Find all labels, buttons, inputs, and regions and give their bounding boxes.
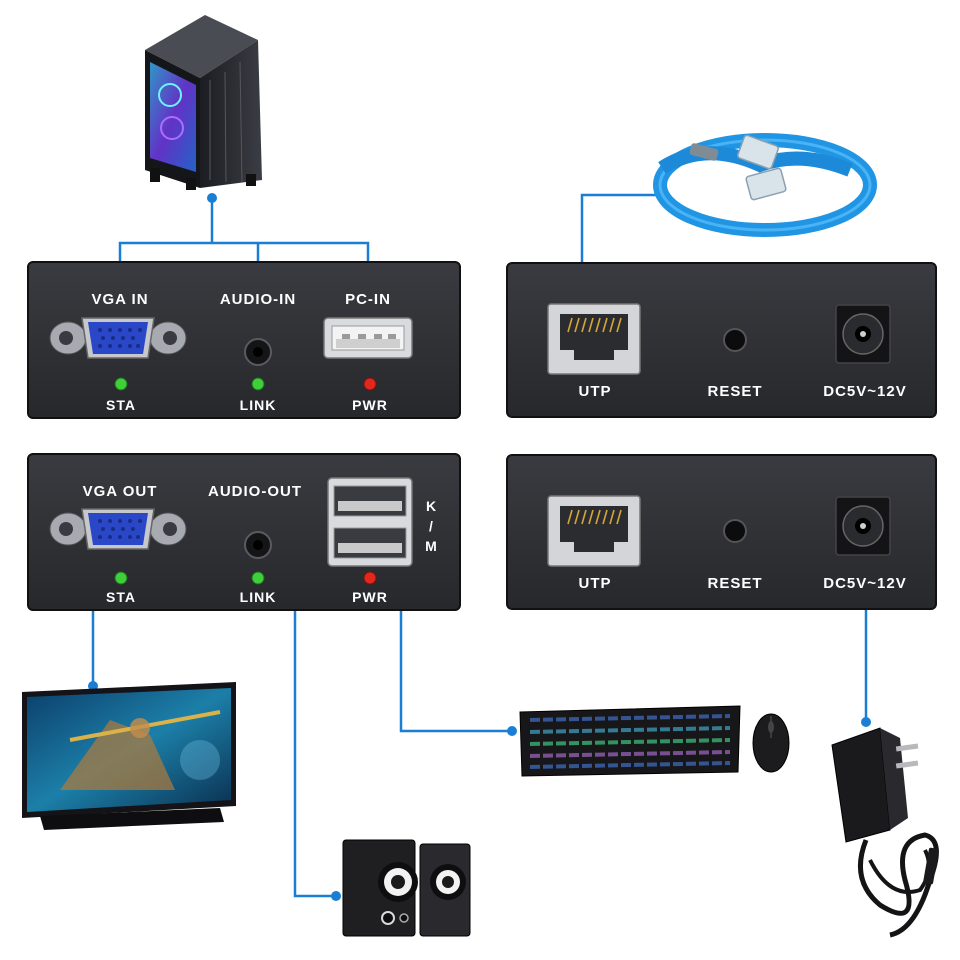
- km-usb-ports: [327, 477, 413, 567]
- pwr-label: PWR: [352, 589, 388, 605]
- sta-led-green: [114, 571, 128, 585]
- dc-power-jack: [835, 304, 891, 364]
- km-label-char: /: [429, 518, 433, 534]
- km-label-char: M: [425, 538, 437, 554]
- junction-dot: [88, 681, 98, 691]
- monitor-icon: [22, 682, 236, 830]
- receiver-back-panel: [506, 454, 937, 610]
- reset-label: RESET: [707, 575, 763, 592]
- utp-label: UTP: [578, 383, 612, 400]
- junction-dot: [331, 891, 341, 901]
- pc-tower-icon: [145, 15, 262, 190]
- pwr-label: PWR: [352, 397, 388, 413]
- utp-rj45-port: [547, 495, 641, 567]
- pwr-led-red: [363, 571, 377, 585]
- km-label-char: K: [425, 498, 437, 514]
- power-adapter-icon: [831, 727, 939, 938]
- link-led-green: [251, 571, 265, 585]
- mouse-icon: [752, 713, 790, 773]
- transmitter-back-panel: [506, 262, 937, 418]
- utp-cable-line: [580, 193, 662, 293]
- network-cable-icon: [653, 133, 877, 237]
- junction-dot: [861, 717, 871, 727]
- km-label-text: K / M: [424, 496, 438, 556]
- vga-out-label: VGA OUT: [82, 483, 158, 500]
- link-led-green: [251, 377, 265, 391]
- dc-input-label: DC5V~12V: [823, 575, 907, 592]
- receiver-front-panel: [27, 453, 461, 611]
- junction-dot: [507, 726, 517, 736]
- vga-in-label: VGA IN: [91, 291, 149, 308]
- sta-label: STA: [106, 589, 136, 605]
- audio-out-label: AUDIO-OUT: [208, 483, 302, 500]
- junction-dot: [207, 193, 217, 203]
- reset-button[interactable]: [723, 328, 747, 352]
- audio-in-label: AUDIO-IN: [219, 291, 297, 308]
- reset-label: RESET: [707, 383, 763, 400]
- dc-power-jack: [835, 496, 891, 556]
- utp-rj45-port: [547, 303, 641, 375]
- dc-input-label: DC5V~12V: [823, 383, 907, 400]
- keyboard-icon: [519, 705, 741, 777]
- pwr-led-red: [363, 377, 377, 391]
- audio-in-jack: [244, 338, 272, 366]
- pc-in-usb-port: [323, 317, 413, 359]
- link-label: LINK: [239, 589, 277, 605]
- vga-in-port: [49, 317, 187, 359]
- reset-button[interactable]: [723, 519, 747, 543]
- km-to-keyboard-cable: [399, 570, 512, 733]
- sta-led-green: [114, 377, 128, 391]
- transmitter-front-panel: [27, 261, 461, 419]
- sta-label: STA: [106, 397, 136, 413]
- utp-label: UTP: [578, 575, 612, 592]
- link-label: LINK: [239, 397, 277, 413]
- pc-in-label: PC-IN: [345, 291, 391, 308]
- audio-out-jack: [244, 531, 272, 559]
- vga-out-port: [49, 508, 187, 550]
- speakers-icon: [342, 839, 471, 937]
- km-label: K / M: [424, 496, 438, 556]
